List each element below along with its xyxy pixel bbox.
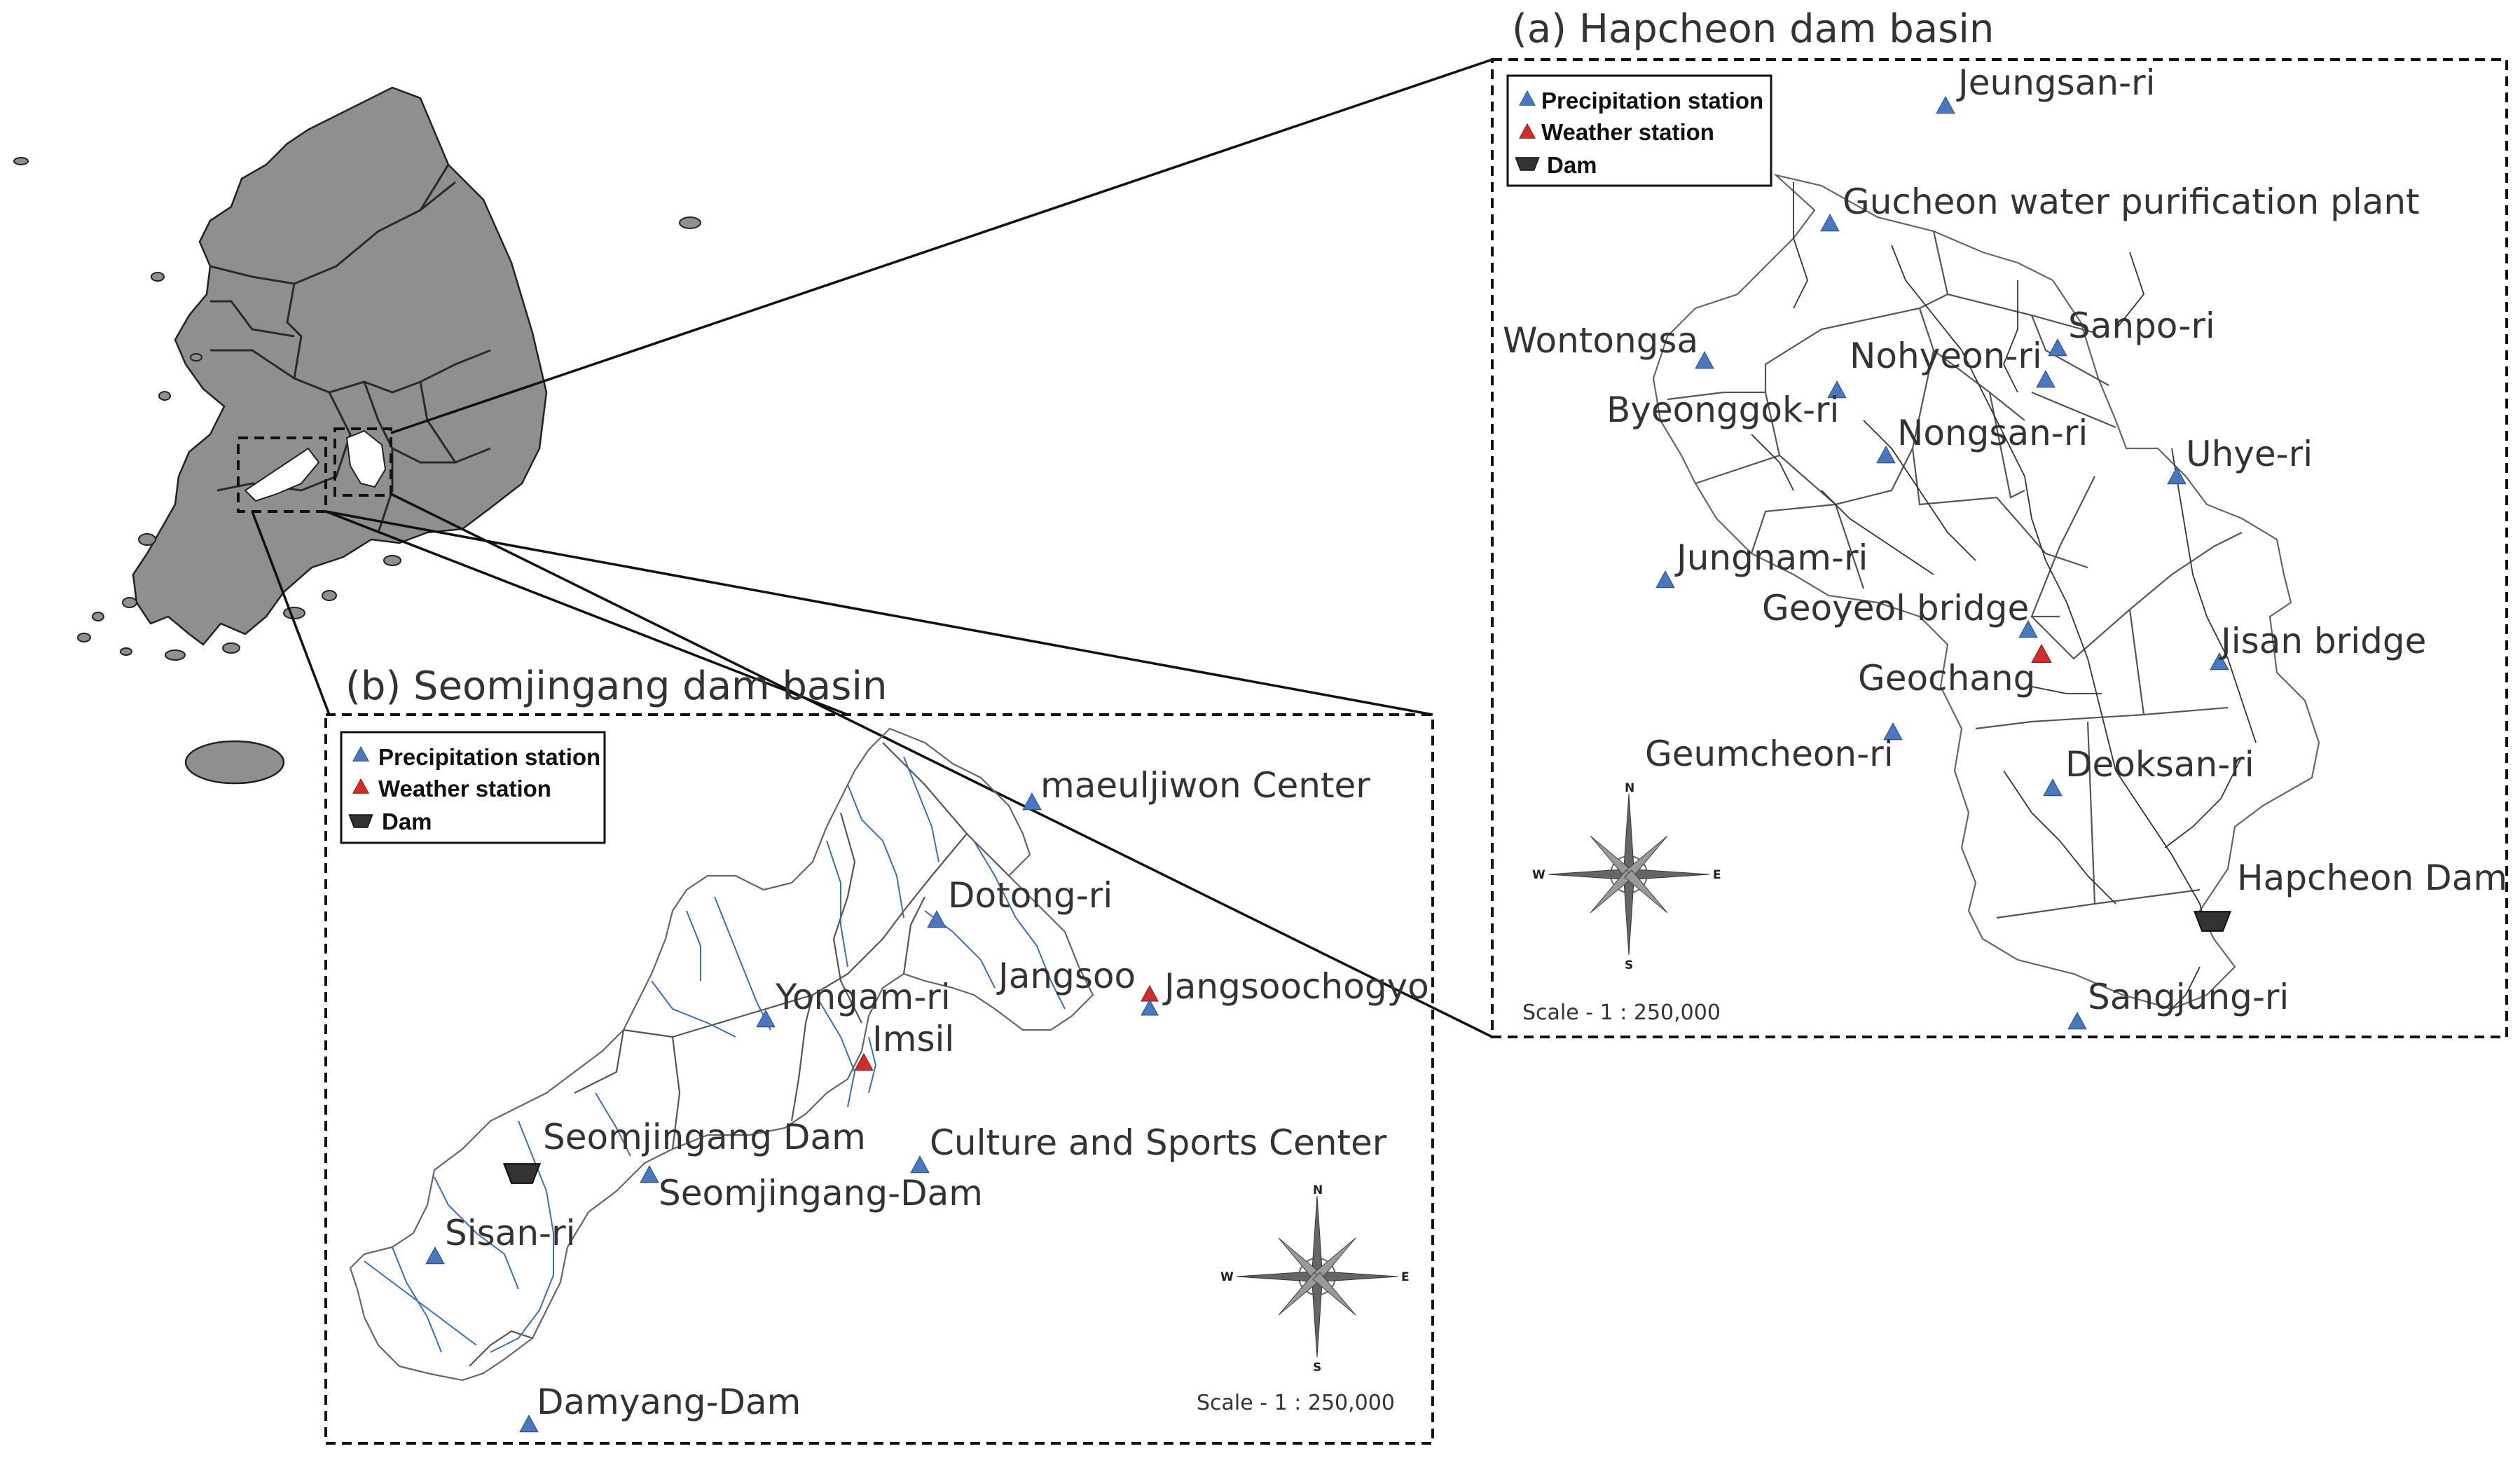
legend-b: Precipitation station Weather station Da…: [340, 731, 606, 844]
svg-text:E: E: [1401, 1270, 1410, 1284]
station-yongam-marker: [756, 1010, 776, 1028]
compass-b: N S W E: [1220, 1183, 1410, 1375]
jeju-island: [184, 740, 285, 785]
panel-a-title: (a) Hapcheon dam basin: [1512, 6, 1994, 52]
svg-text:W: W: [1532, 868, 1545, 882]
label-culture: Culture and Sports Center: [930, 1122, 1387, 1163]
label-nongsan: Nongsan-ri: [1897, 413, 2088, 453]
station-deoksan-marker: [2043, 778, 2063, 797]
station-sanpo-marker: [2048, 338, 2067, 357]
label-uhye: Uhye-ri: [2186, 434, 2313, 474]
station-jeungsan-marker: [1936, 96, 1955, 114]
station-dotong-marker: [927, 910, 946, 928]
station-seomjingang-dam2-marker: [640, 1165, 659, 1183]
label-gucheon: Gucheon water purification plant: [1843, 181, 2420, 222]
connector-lines: [251, 58, 1493, 1038]
label-imsil: Imsil: [872, 1019, 954, 1059]
hapcheon-dam-marker: [2194, 911, 2231, 932]
svg-text:S: S: [1313, 1361, 1321, 1375]
legend-b-precip-label: Precipitation station: [378, 744, 600, 770]
legend-a-weather-label: Weather station: [1541, 119, 1714, 145]
station-sangjung-marker: [2067, 1012, 2087, 1030]
station-culture-marker: [910, 1155, 930, 1174]
legend-a-dam-label: Dam: [1547, 152, 1597, 178]
station-jangsoochogyo-weather-marker: [1141, 985, 1159, 1002]
station-jangsoochogyo-marker: [1141, 999, 1159, 1016]
station-imsil-marker: [854, 1053, 874, 1071]
panel-b-title: (b) Seomjingang dam basin: [345, 663, 887, 709]
panel-b-frame: [324, 713, 1434, 1445]
label-maeuljiwon: maeuljiwon Center: [1040, 765, 1370, 806]
station-jungnam-marker: [1655, 570, 1675, 589]
station-sisan-marker: [425, 1246, 445, 1265]
labels-b: maeuljiwon Center Dotong-ri Jangsoo Jang…: [445, 765, 1429, 1422]
small-islands: [13, 157, 701, 661]
panel-a: (a) Hapcheon dam basin: [1491, 6, 2508, 1038]
label-yongam: Yongam-ri: [775, 977, 951, 1017]
hapcheon-basin-outline: [1652, 173, 2320, 1010]
legend-b-dam-label: Dam: [382, 809, 432, 834]
svg-text:W: W: [1220, 1270, 1234, 1284]
legend-b-weather-label: Weather station: [378, 776, 551, 802]
svg-text:N: N: [1313, 1183, 1323, 1197]
hapcheon-basin-mini: [345, 429, 387, 488]
scale-b: Scale - 1 : 250,000: [1197, 1391, 1395, 1415]
station-gucheon-marker: [1820, 214, 1840, 232]
label-sanpo: Sanpo-ri: [2068, 305, 2215, 346]
label-nohyeon: Nohyeon-ri: [1850, 336, 2042, 376]
label-seomjingang-dam2: Seomjingang-Dam: [659, 1173, 983, 1213]
label-jungnam: Jungnam-ri: [1674, 537, 1868, 578]
station-uhye-marker: [2167, 467, 2187, 485]
label-damyang: Damyang-Dam: [537, 1382, 801, 1422]
label-jeungsan: Jeungsan-ri: [1956, 62, 2156, 103]
label-jangsoo: Jangsoo: [996, 956, 1136, 996]
rivers-b: [364, 756, 1066, 1353]
svg-text:E: E: [1713, 868, 1721, 882]
label-sisan: Sisan-ri: [445, 1213, 576, 1253]
seomjingang-basin-mini: [244, 447, 320, 502]
label-sangjung: Sangjung-ri: [2088, 977, 2289, 1017]
label-byeonggok: Byeonggok-ri: [1606, 390, 1839, 430]
labels-a: Jeungsan-ri Gucheon water purification p…: [1503, 62, 2507, 1017]
station-maeuljiwon-marker: [1022, 792, 1042, 811]
label-geumcheon: Geumcheon-ri: [1645, 734, 1894, 774]
svg-text:N: N: [1625, 781, 1634, 795]
svg-text:S: S: [1625, 958, 1633, 972]
compass-a: N S W E: [1532, 781, 1721, 972]
legend-a-precip-label: Precipitation station: [1541, 88, 1763, 114]
seomjingang-dam-marker: [503, 1163, 541, 1184]
korea-mainland: [132, 86, 548, 646]
hapcheon-inset-box: [333, 427, 392, 497]
korea-overview-map: [13, 86, 701, 785]
label-geochang: Geochang: [1858, 658, 2035, 699]
label-hapcheon-dam: Hapcheon Dam: [2237, 858, 2507, 898]
label-jisan: Jisan bridge: [2219, 621, 2426, 661]
scale-a: Scale - 1 : 250,000: [1522, 1000, 1721, 1025]
label-geoyeol: Geoyeol bridge: [1762, 588, 2029, 628]
label-seomjingang-dam: Seomjingang Dam: [543, 1117, 866, 1157]
label-wontongsa: Wontongsa: [1503, 320, 1698, 361]
label-jangsoochogyo: Jangsoochogyo: [1162, 966, 1429, 1007]
legend-a: Precipitation station Weather station Da…: [1506, 74, 1772, 187]
thiessen-lines-a: [1667, 231, 2243, 919]
label-deoksan: Deoksan-ri: [2065, 744, 2254, 785]
label-dotong: Dotong-ri: [948, 875, 1113, 916]
panel-b: (b) Seomjingang dam basin: [324, 663, 1434, 1445]
rivers-a: [1751, 182, 2257, 1010]
station-damyang-marker: [519, 1415, 539, 1433]
panel-a-frame: [1491, 58, 2508, 1038]
